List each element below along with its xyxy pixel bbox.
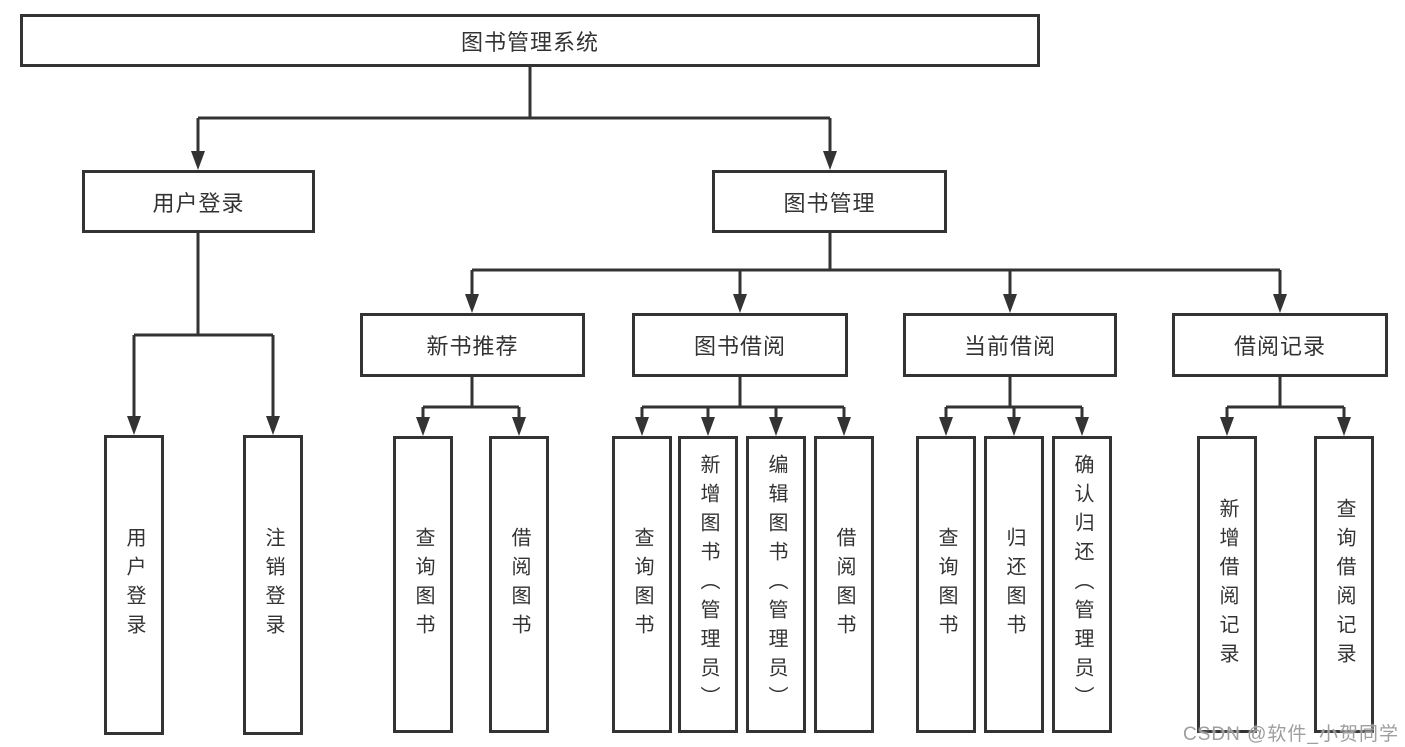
watermark-text: CSDN @软件_小贺同学 [1183,724,1399,745]
node-user-login: 用户登录 [82,170,315,233]
node-new-book-recommend: 新书推荐 [360,313,585,377]
connector-lines [132,67,1346,421]
node-book-borrow: 图书借阅 [632,313,848,377]
node-current-borrow: 当前借阅 [903,313,1117,377]
node-book-management: 图书管理 [712,170,947,233]
leaf-query-books-current: 查询图书 [916,436,976,733]
leaf-query-borrow-record: 查询借阅记录 [1314,436,1374,733]
arrowheads [127,151,1351,436]
leaf-edit-books-admin: 编辑图书（管理员） [746,436,806,733]
node-root: 图书管理系统 [20,14,1040,67]
leaf-query-books-borrow: 查询图书 [612,436,672,733]
leaf-query-books-recommend: 查询图书 [393,436,453,733]
leaf-borrow-books-recommend: 借阅图书 [489,436,549,733]
leaf-confirm-return-admin: 确认归还（管理员） [1052,436,1112,733]
leaf-add-borrow-record: 新增借阅记录 [1197,436,1257,733]
node-borrow-records: 借阅记录 [1172,313,1388,377]
leaf-user-login: 用户登录 [104,435,164,735]
leaf-add-books-admin: 新增图书（管理员） [678,436,738,733]
leaf-borrow-books: 借阅图书 [814,436,874,733]
leaf-return-books: 归还图书 [984,436,1044,733]
leaf-logout: 注销登录 [243,435,303,735]
